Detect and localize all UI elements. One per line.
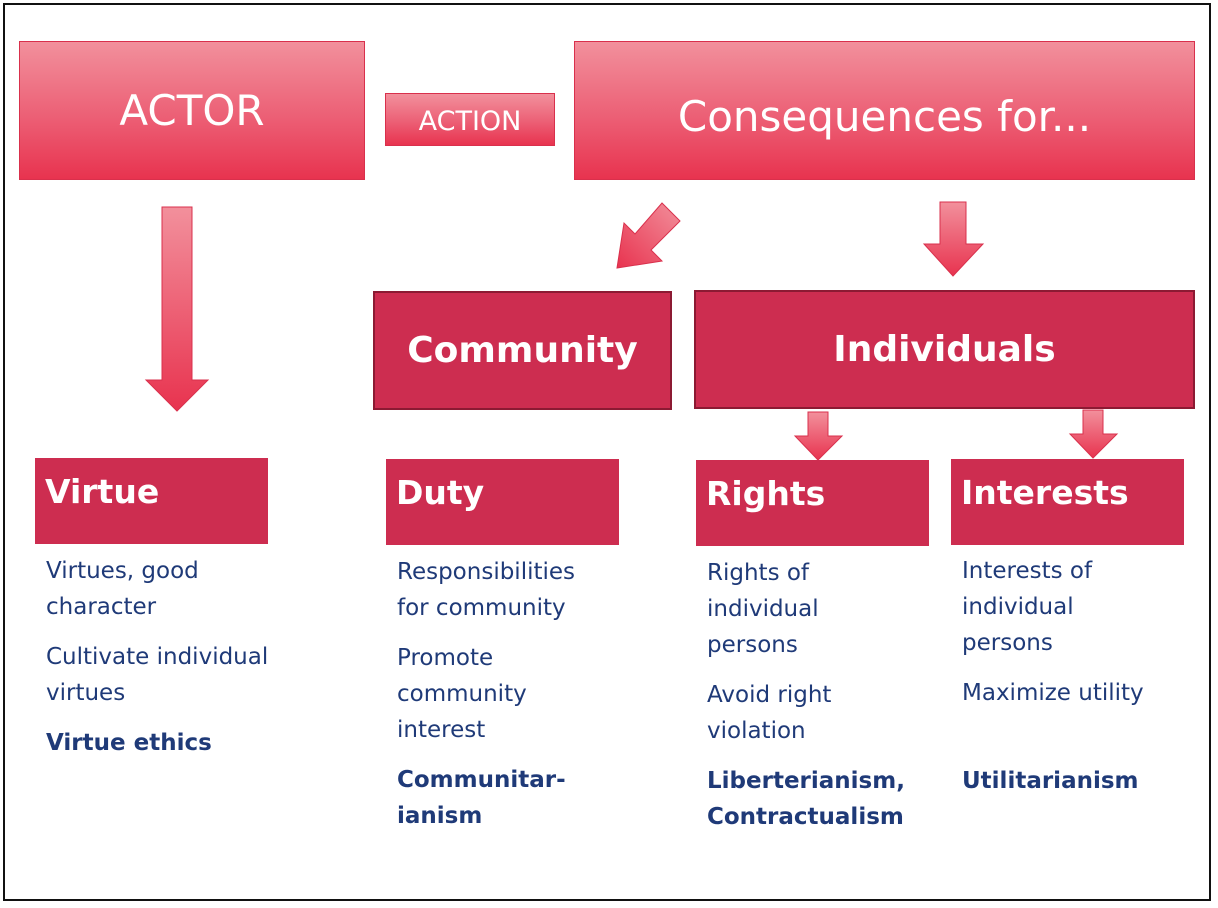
virtue-column: Virtues, good character Cultivate indivi… — [46, 553, 346, 775]
rights-line-2: Avoid right violation — [707, 682, 832, 744]
virtue-line-2: Cultivate individual virtues — [46, 644, 269, 706]
action-label: ACTION — [418, 106, 522, 137]
community-diagonal-arrow — [616, 202, 681, 269]
virtue-line-1: Virtues, good character — [46, 558, 199, 620]
interests-theory: Utilitarianism — [962, 768, 1139, 794]
actor-box: ACTOR — [19, 41, 365, 180]
rights-column: Rights of individual persons Avoid right… — [707, 555, 917, 849]
rights-theory: Liberterianism, Contractualism — [707, 768, 905, 830]
virtue-title: Virtue — [45, 472, 160, 511]
rights-down-arrow — [793, 411, 844, 461]
actor-down-arrow — [144, 206, 210, 412]
consequences-label: Consequences for... — [677, 92, 1092, 141]
interests-line-2: Maximize utility — [962, 680, 1144, 706]
actor-label: ACTOR — [119, 86, 265, 135]
duty-box: Duty — [386, 459, 619, 545]
consequences-box: Consequences for... — [574, 41, 1195, 180]
individuals-box: Individuals — [694, 290, 1195, 409]
individuals-label: Individuals — [833, 329, 1056, 370]
rights-title: Rights — [706, 474, 826, 513]
interests-title: Interests — [961, 473, 1129, 512]
rights-box: Rights — [696, 460, 929, 546]
duty-column: Responsibilities for community Promote c… — [397, 554, 597, 848]
duty-line-2: Promote community interest — [397, 645, 527, 743]
community-label: Community — [407, 330, 638, 371]
virtue-box: Virtue — [35, 458, 268, 544]
virtue-theory: Virtue ethics — [46, 730, 212, 756]
interests-down-arrow — [1068, 409, 1119, 459]
community-box: Community — [373, 291, 672, 410]
action-box: ACTION — [385, 93, 555, 146]
duty-title: Duty — [396, 473, 485, 512]
duty-theory: Communitar-ianism — [397, 767, 566, 829]
interests-column: Interests of individual persons Maximize… — [962, 553, 1192, 813]
interests-box: Interests — [951, 459, 1184, 545]
individuals-down-arrow — [922, 201, 985, 277]
duty-line-1: Responsibilities for community — [397, 559, 576, 621]
rights-line-1: Rights of individual persons — [707, 560, 819, 658]
interests-line-1: Interests of individual persons — [962, 558, 1093, 656]
